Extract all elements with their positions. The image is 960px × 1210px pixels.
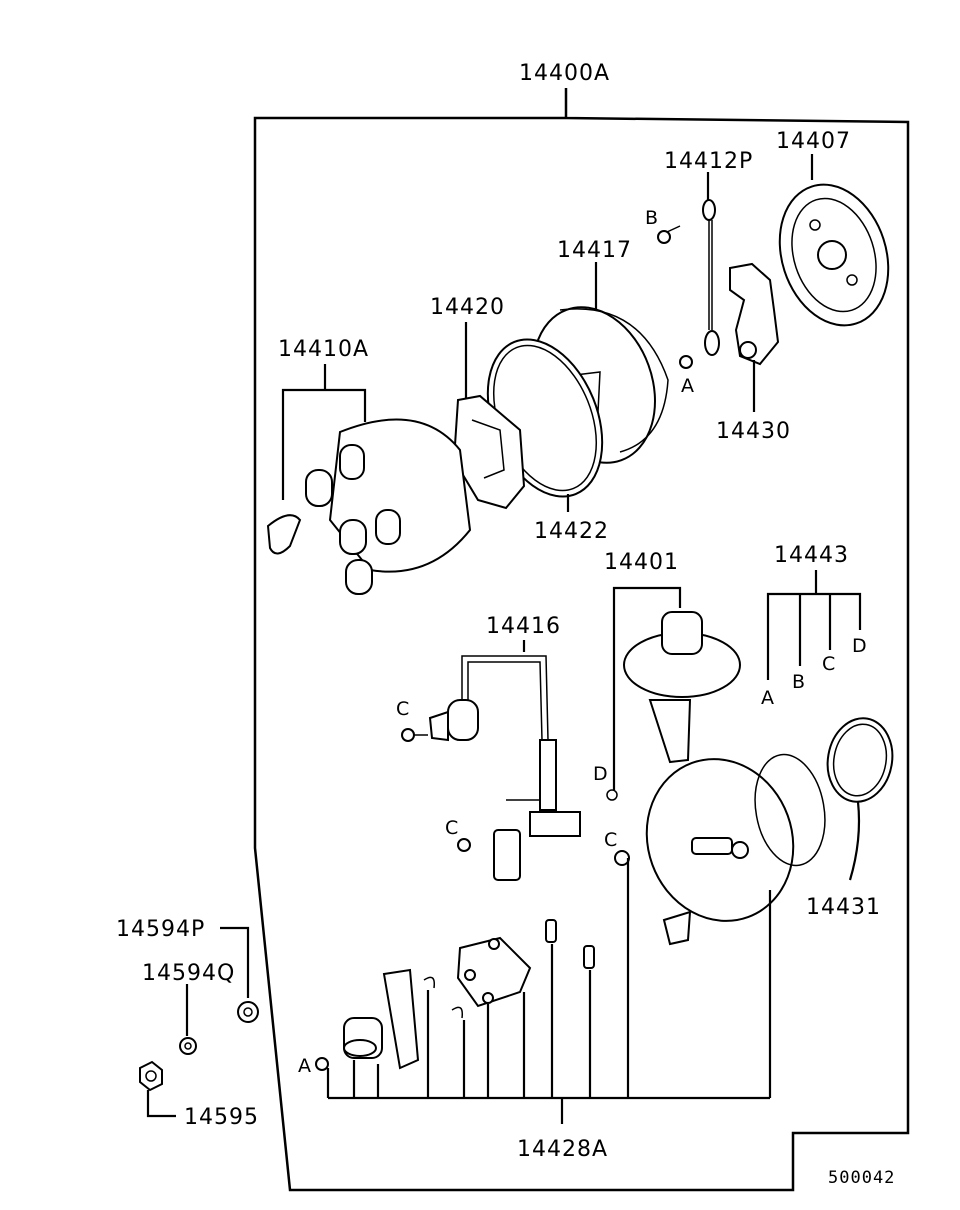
assembly-boundary <box>253 88 910 1192</box>
figure-code: 500042 <box>828 1168 895 1188</box>
screw-c-coil-part <box>401 728 428 742</box>
label-14407: 14407 <box>776 129 851 154</box>
label-14430: 14430 <box>716 419 791 444</box>
label-14443: 14443 <box>774 543 849 568</box>
label-14412P: 14412P <box>664 149 753 174</box>
label-14431: 14431 <box>806 895 881 920</box>
screw-set-bracket <box>766 570 862 680</box>
coil-wire-part <box>428 640 581 881</box>
letter-a-top: A <box>681 375 694 397</box>
pickup-bracket-part <box>729 262 780 412</box>
seal-plate-part <box>452 322 526 510</box>
label-14594P: 14594P <box>116 917 205 942</box>
washer-14594Q-part <box>179 984 197 1055</box>
label-14422: 14422 <box>534 519 609 544</box>
bracket-14428A <box>326 944 770 1124</box>
shaft-and-governor-parts <box>315 919 595 1071</box>
clip-d-part <box>606 789 618 801</box>
label-14428A: 14428A <box>517 1137 608 1162</box>
label-14594Q: 14594Q <box>142 961 235 986</box>
letter-c-coil: C <box>396 698 409 720</box>
label-14417: 14417 <box>557 238 632 263</box>
distributor-housing-part <box>645 753 826 1098</box>
letter-b-14443: B <box>792 671 805 693</box>
letter-d-clip: D <box>593 763 608 785</box>
letter-a-14443: A <box>761 687 774 709</box>
label-14401: 14401 <box>604 550 679 575</box>
letter-c-screw: C <box>604 829 617 851</box>
vacuum-advance-part <box>612 586 741 790</box>
letter-b-top: B <box>645 207 658 229</box>
letter-c-14443: C <box>822 653 835 675</box>
distributor-cap-part <box>266 364 472 595</box>
letter-d-14443: D <box>852 635 867 657</box>
pulley-plate-part <box>778 154 890 327</box>
letter-c-module: C <box>445 817 458 839</box>
screw-c-module-part <box>457 838 471 852</box>
screw-b-part <box>657 225 681 244</box>
ground-wire-part <box>702 172 720 356</box>
label-14420: 14420 <box>430 295 505 320</box>
label-14410A: 14410A <box>278 337 369 362</box>
screw-c-housing-part <box>614 850 630 1098</box>
screw-a-part <box>679 355 693 369</box>
label-14416: 14416 <box>486 614 561 639</box>
letter-a-bottom: A <box>298 1055 311 1077</box>
nut-14595-part <box>139 1060 176 1118</box>
label-14595: 14595 <box>184 1105 259 1130</box>
assembly-label: 14400A <box>519 61 610 86</box>
washer-14594P-part <box>220 926 259 1023</box>
o-ring-part <box>826 717 894 881</box>
